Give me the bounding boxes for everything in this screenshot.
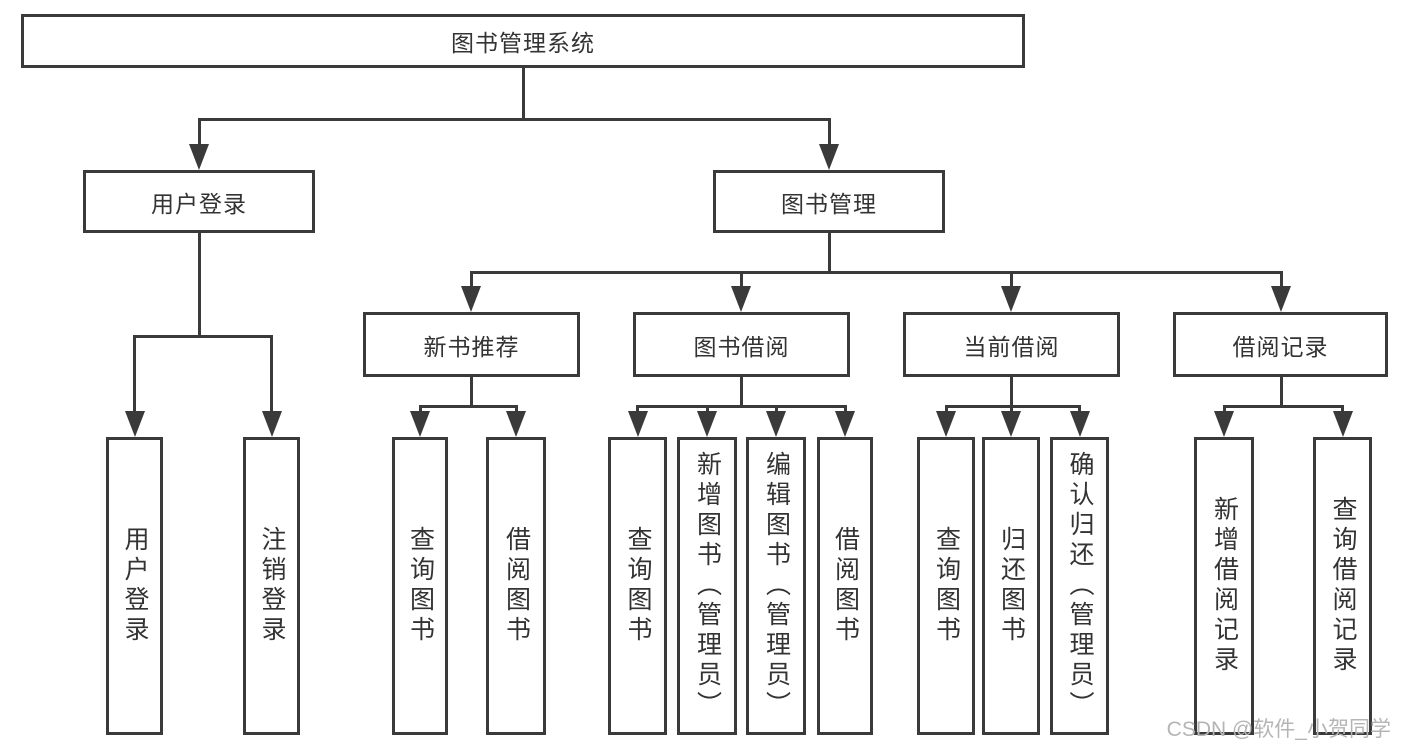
leaf-borrow-books-2: 借阅图书 xyxy=(817,437,873,735)
leaf-logout: 注销登录 xyxy=(243,437,300,735)
node-current-borrow: 当前借阅 xyxy=(903,312,1120,377)
arrow-down-icon xyxy=(697,411,717,437)
leaf-query-books-2: 查询图书 xyxy=(608,437,667,735)
arrow-down-icon xyxy=(627,411,648,437)
arrow-down-icon xyxy=(835,411,855,437)
arrow-down-icon xyxy=(1271,286,1291,312)
connector-line xyxy=(1279,273,1283,288)
connector-line xyxy=(1009,377,1013,407)
connector-line xyxy=(739,273,743,288)
arrow-down-icon xyxy=(1332,411,1353,437)
connector-line xyxy=(469,377,473,407)
node-book-borrow: 图书借阅 xyxy=(633,312,850,377)
connector-line xyxy=(133,335,273,338)
connector-line xyxy=(944,405,1081,408)
leaf-user-login: 用户登录 xyxy=(106,437,163,735)
connector-line xyxy=(521,68,525,120)
arrow-down-icon xyxy=(936,411,956,437)
arrow-down-icon xyxy=(1214,411,1234,437)
arrow-down-icon xyxy=(124,411,145,437)
connector-line xyxy=(469,271,1283,274)
arrow-down-icon xyxy=(1069,411,1090,437)
arrow-down-icon xyxy=(261,411,282,437)
connector-line xyxy=(197,121,201,146)
connector-line xyxy=(827,233,831,273)
arrow-down-icon xyxy=(766,411,786,437)
arrow-down-icon xyxy=(506,411,526,437)
arrow-down-icon xyxy=(731,286,751,312)
arrow-down-icon xyxy=(189,144,209,170)
arrow-down-icon xyxy=(1001,411,1021,437)
connector-line xyxy=(739,377,743,407)
leaf-borrow-books-1: 借阅图书 xyxy=(486,437,546,735)
connector-line xyxy=(1009,273,1013,288)
leaf-add-book-admin: 新增图书（管理员） xyxy=(677,437,737,735)
arrow-down-icon xyxy=(410,411,430,437)
connector-line xyxy=(133,337,136,413)
node-user-login-group: 用户登录 xyxy=(83,170,315,233)
node-new-book-recommend: 新书推荐 xyxy=(363,312,580,377)
connector-line xyxy=(418,405,518,408)
arrow-down-icon xyxy=(1001,286,1021,312)
connector-line xyxy=(197,118,831,121)
connector-line xyxy=(469,273,473,288)
node-library-system: 图书管理系统 xyxy=(21,14,1025,68)
node-book-management: 图书管理 xyxy=(713,170,945,233)
watermark-text: CSDN @软件_小贺同学 xyxy=(1166,718,1391,741)
leaf-confirm-return-admin: 确认归还（管理员） xyxy=(1050,437,1109,735)
arrow-down-icon xyxy=(819,144,839,170)
connector-line xyxy=(1222,405,1344,408)
connector-line xyxy=(636,405,847,408)
leaf-add-borrow-record: 新增借阅记录 xyxy=(1194,437,1254,735)
connector-line xyxy=(827,121,831,146)
leaf-return-book: 归还图书 xyxy=(982,437,1040,735)
connector-line xyxy=(1279,377,1283,407)
leaf-query-books-1: 查询图书 xyxy=(392,437,448,735)
node-borrow-records: 借阅记录 xyxy=(1173,312,1388,377)
leaf-edit-book-admin: 编辑图书（管理员） xyxy=(746,437,806,735)
arrow-down-icon xyxy=(461,286,481,312)
leaf-query-borrow-record: 查询借阅记录 xyxy=(1313,437,1372,735)
connector-line xyxy=(197,233,201,337)
leaf-query-books-3: 查询图书 xyxy=(917,437,975,735)
connector-line xyxy=(270,337,273,413)
